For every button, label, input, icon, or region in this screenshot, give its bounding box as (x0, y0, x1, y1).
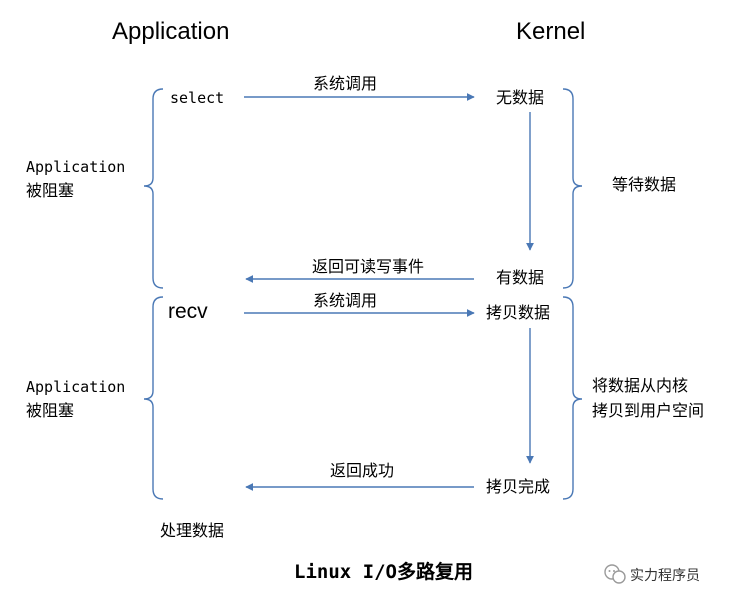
diagram-caption: Linux I/O多路复用 (294, 560, 473, 583)
application-header: Application (112, 18, 229, 45)
app-blocked-brace-2 (143, 296, 164, 500)
app-blocked-label-2a: Application (26, 378, 125, 396)
app-blocked-label-1b: 被阻塞 (26, 181, 74, 200)
copy-desc-label-1: 将数据从内核 (592, 376, 688, 395)
copy-data-brace (562, 296, 583, 500)
no-data-label: 无数据 (496, 88, 544, 107)
has-data-label: 有数据 (496, 268, 544, 287)
recv-call-label: recv (168, 300, 208, 323)
app-blocked-label-2b: 被阻塞 (26, 401, 74, 420)
wechat-watermark: 实力程序员 (604, 564, 700, 584)
return-success-label: 返回成功 (330, 461, 394, 480)
copy-done-label: 拷贝完成 (486, 477, 550, 496)
watermark-text: 实力程序员 (630, 568, 700, 584)
app-blocked-label-1a: Application (26, 158, 125, 176)
wait-data-brace (562, 88, 583, 289)
syscall-label-1: 系统调用 (313, 74, 377, 93)
readable-event-label: 返回可读写事件 (312, 257, 424, 276)
copy-desc-label-2: 拷贝到用户空间 (592, 401, 704, 420)
select-call-label: select (170, 89, 224, 107)
wait-data-label: 等待数据 (612, 175, 676, 194)
wechat-icon (604, 564, 626, 584)
copy-data-label: 拷贝数据 (486, 303, 550, 322)
syscall-label-2: 系统调用 (313, 291, 377, 310)
process-data-label: 处理数据 (160, 521, 224, 540)
kernel-header: Kernel (516, 18, 585, 45)
app-blocked-brace-1 (143, 88, 164, 289)
